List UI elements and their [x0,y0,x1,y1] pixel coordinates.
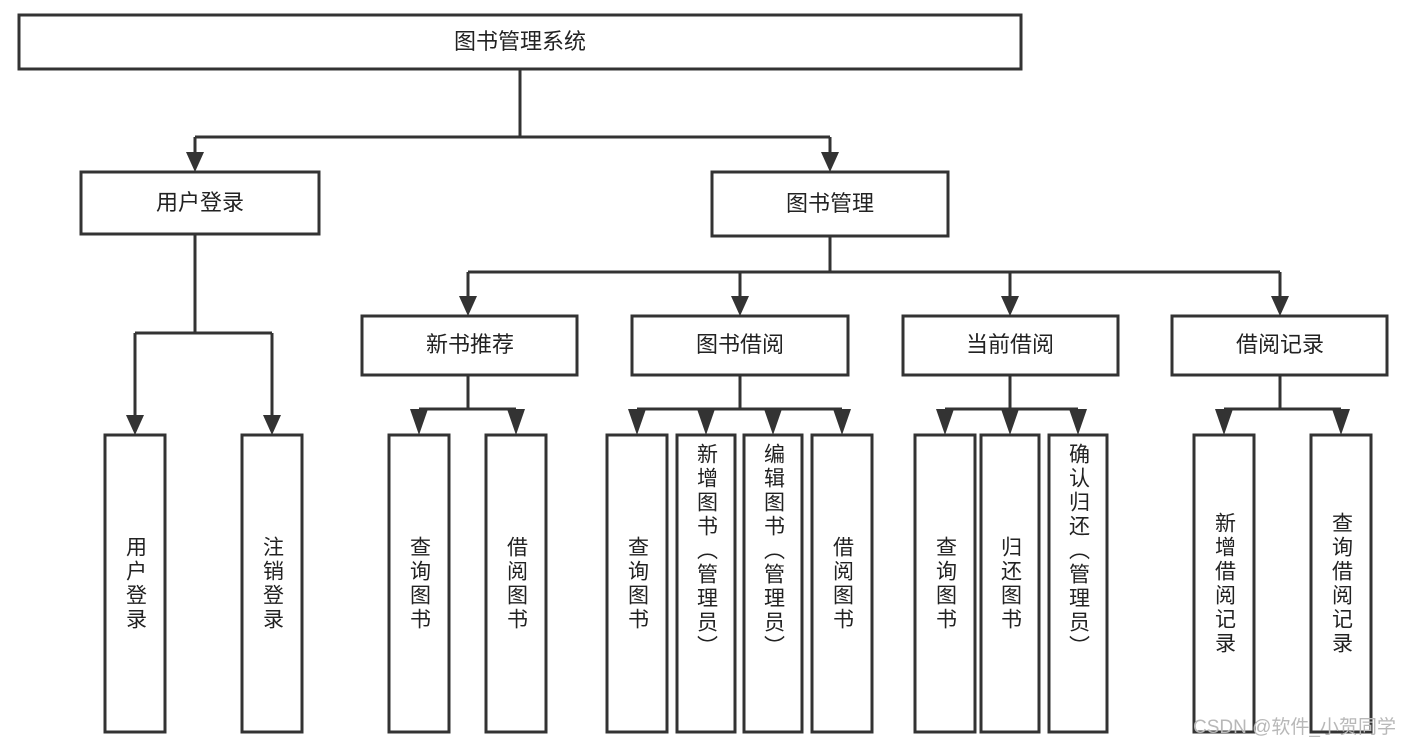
node-current-borrow[interactable]: 当前借阅 [901,314,1120,377]
arrow-head-leaf-borrow-book-2 [833,409,851,435]
node-leaf-add-book-box [675,433,737,734]
arrow-head-borrow-record [1271,296,1289,316]
node-new-book-recommend-box [360,314,579,377]
node-leaf-query-book-3[interactable]: 查询图书 [913,433,977,734]
node-leaf-borrow-book-2-box [810,433,874,734]
node-leaf-query-book-3-box [913,433,977,734]
node-leaf-query-book-1-label-wrap: 查询图书 [407,535,431,632]
node-leaf-query-book-1-box [387,433,451,734]
node-leaf-borrow-book-2-label: 借阅图书 [830,535,854,632]
arrow-head-leaf-query-book-1 [410,409,428,435]
node-leaf-query-book-2[interactable]: 查询图书 [605,433,669,734]
arrow-head-current-borrow [1001,296,1019,316]
node-user-login-box [79,170,321,236]
node-leaf-add-book-label-wrap: 新增图书（管理员） [694,443,718,659]
arrow-head-leaf-query-book-2 [628,409,646,435]
arrow-head-leaf-user-login [126,415,144,435]
node-current-borrow-box [901,314,1120,377]
node-leaf-edit-book-box [742,433,804,734]
node-leaf-confirm-return-box [1047,433,1109,734]
node-leaf-borrow-book-1-label: 借阅图书 [504,535,528,632]
node-leaf-add-book[interactable]: 新增图书（管理员） [675,433,737,734]
node-leaf-return-book[interactable]: 归还图书 [979,433,1041,734]
node-book-management-box [710,170,950,238]
node-leaf-confirm-return-label-wrap: 确认归还（管理员） [1066,443,1090,659]
node-leaf-query-book-2-label: 查询图书 [625,535,649,632]
arrow-head-leaf-query-book-3 [936,409,954,435]
node-leaf-query-record-label: 查询借阅记录 [1329,511,1353,656]
arrow-head-leaf-logout [263,415,281,435]
connector-layer [126,69,1350,435]
arrow-head-leaf-return-book [1001,409,1019,435]
node-leaf-return-book-box [979,433,1041,734]
node-borrow-record-box [1170,314,1389,377]
node-borrow-record-label: 借阅记录 [1236,332,1324,357]
node-root-box [17,13,1023,71]
node-user-login-label: 用户登录 [156,190,244,215]
node-leaf-borrow-book-2-label-wrap: 借阅图书 [830,535,854,632]
node-leaf-logout-box [240,433,304,734]
node-leaf-edit-book[interactable]: 编辑图书（管理员） [742,433,804,734]
node-book-borrow[interactable]: 图书借阅 [630,314,850,377]
node-leaf-edit-book-label: 编辑图书（管理员） [761,443,785,659]
node-book-borrow-box [630,314,850,377]
node-leaf-add-book-label: 新增图书（管理员） [694,443,718,659]
node-leaf-query-book-1[interactable]: 查询图书 [387,433,451,734]
node-leaf-edit-book-label-wrap: 编辑图书（管理员） [761,443,785,659]
node-new-book-recommend[interactable]: 新书推荐 [360,314,579,377]
node-leaf-query-book-1-label: 查询图书 [407,535,431,632]
node-leaf-query-book-2-label-wrap: 查询图书 [625,535,649,632]
arrow-head-leaf-add-book [697,409,715,435]
node-leaf-query-record-box [1309,433,1373,734]
node-leaf-borrow-book-1-label-wrap: 借阅图书 [504,535,528,632]
watermark-label: CSDN @软件_小贺同学 [1193,716,1396,738]
node-leaf-query-book-3-label-wrap: 查询图书 [933,535,957,632]
node-leaf-query-record-label-wrap: 查询借阅记录 [1329,511,1353,656]
node-user-login[interactable]: 用户登录 [79,170,321,236]
node-book-management[interactable]: 图书管理 [710,170,950,238]
node-leaf-confirm-return[interactable]: 确认归还（管理员） [1047,433,1109,734]
arrow-head-leaf-edit-book [764,409,782,435]
arrow-head-leaf-query-record [1332,409,1350,435]
node-leaf-query-record[interactable]: 查询借阅记录 [1309,433,1373,734]
arrow-head-book-management [821,152,839,172]
node-leaf-query-book-3-label: 查询图书 [933,535,957,632]
node-borrow-record[interactable]: 借阅记录 [1170,314,1389,377]
node-leaf-logout-label: 注销登录 [260,535,284,632]
node-leaf-logout[interactable]: 注销登录 [240,433,304,734]
node-leaf-add-record[interactable]: 新增借阅记录 [1192,433,1256,734]
node-leaf-add-record-box [1192,433,1256,734]
arrow-head-leaf-borrow-book-1 [507,409,525,435]
node-root-label: 图书管理系统 [454,29,586,54]
arrow-head-new-book-recommend [459,296,477,316]
node-leaf-logout-label-wrap: 注销登录 [260,535,284,632]
node-leaf-user-login-label: 用户登录 [123,535,147,632]
node-leaf-add-record-label: 新增借阅记录 [1212,511,1236,656]
node-book-management-label: 图书管理 [786,191,874,216]
node-leaf-borrow-book-2[interactable]: 借阅图书 [810,433,874,734]
arrow-head-book-borrow [731,296,749,316]
node-leaf-borrow-book-1[interactable]: 借阅图书 [484,433,548,734]
node-leaf-user-login-box [103,433,167,734]
node-leaf-confirm-return-label: 确认归还（管理员） [1066,443,1090,659]
node-new-book-recommend-label: 新书推荐 [426,332,514,357]
arrow-head-user-login [186,152,204,172]
arrow-head-leaf-add-record [1215,409,1233,435]
node-leaf-return-book-label-wrap: 归还图书 [998,535,1022,632]
arrow-head-leaf-confirm-return [1069,409,1087,435]
node-leaf-user-login[interactable]: 用户登录 [103,433,167,734]
node-leaf-query-book-2-box [605,433,669,734]
node-root[interactable]: 图书管理系统 [17,13,1023,71]
node-leaf-return-book-label: 归还图书 [998,535,1022,632]
node-leaf-borrow-book-1-box [484,433,548,734]
node-book-borrow-label: 图书借阅 [696,332,784,357]
node-leaf-add-record-label-wrap: 新增借阅记录 [1212,511,1236,656]
node-current-borrow-label: 当前借阅 [966,332,1054,357]
node-leaf-user-login-label-wrap: 用户登录 [123,535,147,632]
